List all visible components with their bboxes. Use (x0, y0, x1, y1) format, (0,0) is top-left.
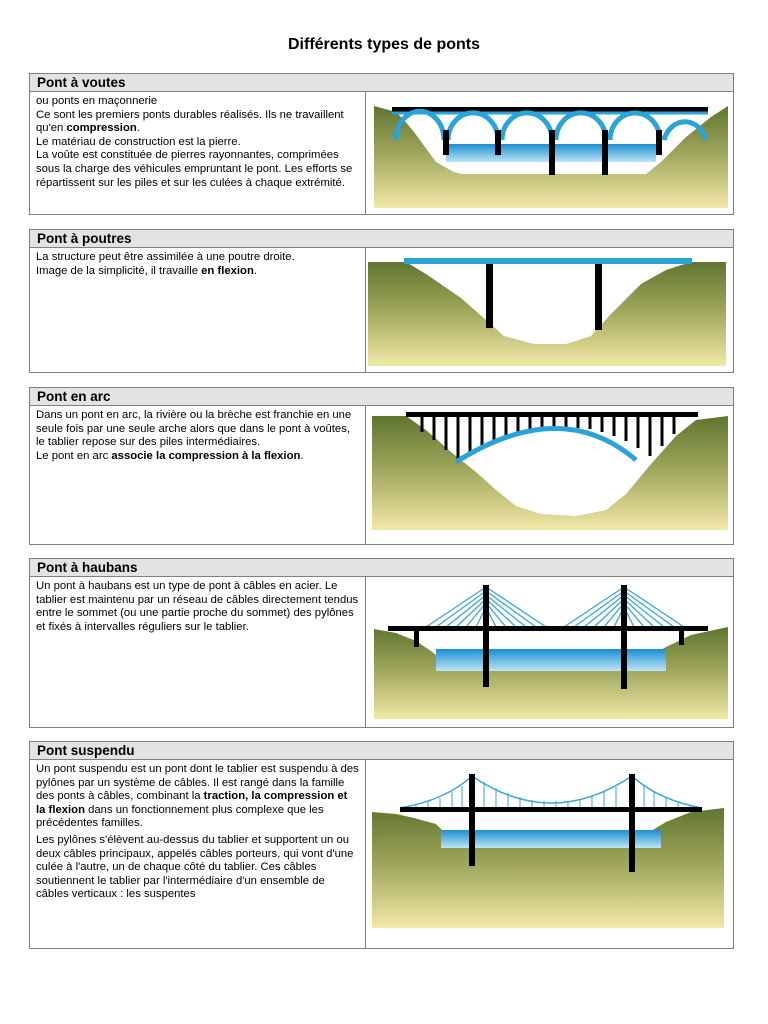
page-title: Différents types de ponts (287, 36, 481, 53)
section-pont-voutes: Pont à voutes ou ponts en maçonnerie Ce … (29, 73, 734, 215)
section-heading: Pont en arc (30, 388, 733, 406)
bridge-illustration-poutres (366, 248, 733, 372)
bridge-illustration-haubans (366, 577, 733, 727)
section-pont-suspendu: Pont suspendu Un pont suspendu est un po… (29, 741, 734, 949)
section-description: La structure peut être assimilée à une p… (30, 248, 366, 372)
section-description: ou ponts en maçonnerie Ce sont les premi… (30, 92, 366, 214)
text-line: Un pont suspendu est un pont dont le tab… (36, 763, 359, 830)
section-description: Dans un pont en arc, la rivière ou la br… (30, 406, 366, 544)
text-line: Ce sont les premiers ponts durables réal… (36, 108, 344, 135)
text-line: Un pont à haubans est un type de pont à … (36, 580, 359, 633)
bridge-illustration-arc (366, 406, 733, 544)
bridge-illustration-suspendu (366, 760, 733, 948)
bridge-illustration-voutes (366, 92, 733, 214)
text-line: Dans un pont en arc, la rivière ou la br… (36, 409, 352, 449)
section-heading: Pont à haubans (30, 559, 733, 577)
text-line: Image de la simplicité, il travaille en … (36, 264, 257, 277)
section-heading: Pont à voutes (30, 74, 733, 92)
text-line: Le pont en arc associe la compression à … (36, 449, 304, 462)
section-heading: Pont à poutres (30, 230, 733, 248)
section-pont-haubans: Pont à haubans Un pont à haubans est un … (29, 558, 734, 728)
section-pont-poutres: Pont à poutres La structure peut être as… (29, 229, 734, 373)
section-description: Un pont suspendu est un pont dont le tab… (30, 760, 366, 948)
text-line: La structure peut être assimilée à une p… (36, 251, 295, 263)
section-description: Un pont à haubans est un type de pont à … (30, 577, 366, 727)
section-pont-arc: Pont en arc Dans un pont en arc, la rivi… (29, 387, 734, 545)
section-heading: Pont suspendu (30, 742, 733, 760)
text-line: Les pylônes s'élèvent au-dessus du tabli… (36, 833, 354, 901)
text-line: ou ponts en maçonnerie (36, 95, 158, 107)
text-line: Le matériau de construction est la pierr… (36, 135, 241, 148)
text-line: La voûte est constituée de pierres rayon… (36, 149, 353, 189)
